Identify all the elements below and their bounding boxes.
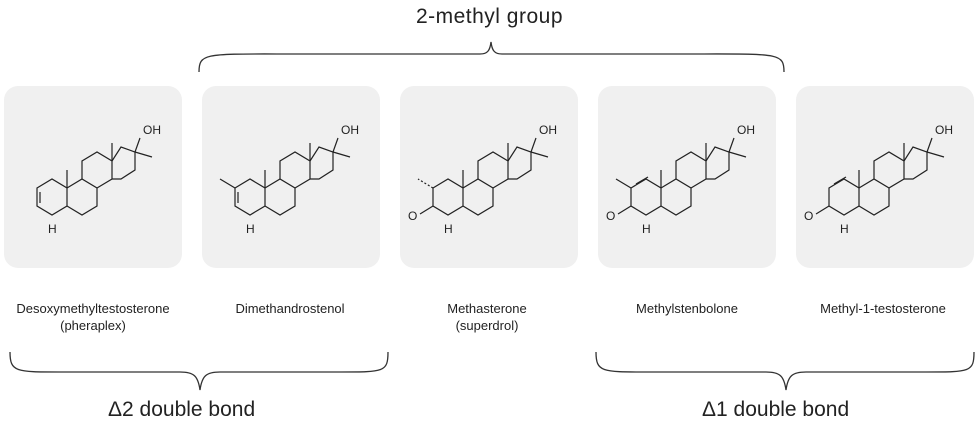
compound-name: Methasterone xyxy=(447,301,527,316)
bottom-right-label: Δ1 double bond xyxy=(702,398,850,421)
oh-label: OH xyxy=(935,123,953,137)
compound-name: Methyl-1-testosterone xyxy=(820,301,946,316)
compound-name-5: Methyl-1-testosterone xyxy=(785,300,979,317)
bottom-left-brace xyxy=(9,351,389,391)
oh-label: OH xyxy=(341,123,359,137)
structure-methyl-1-testosterone: OH O H xyxy=(804,123,953,236)
o-label: O xyxy=(804,209,813,223)
compound-name-3: Methasterone (superdrol) xyxy=(389,300,585,334)
oh-label: OH xyxy=(737,123,755,137)
structure-card-methasterone: OH O H xyxy=(400,86,578,268)
compound-name: Desoxymethyltestosterone xyxy=(16,301,170,316)
structure-desoxymethyltestosterone: OH H xyxy=(36,123,161,236)
compound-name-4: Methylstenbolone xyxy=(589,300,785,317)
structure-card-dimethandrostenol: OH H xyxy=(202,86,380,268)
structure-card-methyl-1-testosterone: OH O H xyxy=(796,86,974,268)
bottom-left-label: Δ2 double bond xyxy=(108,398,256,421)
top-brace xyxy=(198,41,785,73)
structure-methasterone: OH O H xyxy=(408,123,557,236)
h-label: H xyxy=(444,222,453,236)
o-label: O xyxy=(408,209,417,223)
compound-name-2: Dimethandrostenol xyxy=(192,300,388,317)
compound-subname: (superdrol) xyxy=(455,318,519,333)
compound-name: Methylstenbolone xyxy=(636,301,738,316)
oh-label: OH xyxy=(143,123,161,137)
oh-label: OH xyxy=(539,123,557,137)
compound-subname: (pheraplex) xyxy=(60,318,126,333)
structure-methylstenbolone: OH O H xyxy=(606,123,755,236)
o-label: O xyxy=(606,209,615,223)
h-label: H xyxy=(246,222,255,236)
compound-name: Dimethandrostenol xyxy=(235,301,345,316)
structure-dimethandrostenol: OH H xyxy=(219,123,359,236)
top-group-label: 2-methyl group xyxy=(415,5,564,28)
h-label: H xyxy=(642,222,651,236)
bottom-right-brace xyxy=(595,351,975,391)
h-label: H xyxy=(840,222,849,236)
structure-card-methylstenbolone: OH O H xyxy=(598,86,776,268)
h-label: H xyxy=(48,222,57,236)
compound-name-1: Desoxymethyltestosterone (pheraplex) xyxy=(0,300,191,334)
structure-card-desoxymethyltestosterone: OH H xyxy=(4,86,182,268)
